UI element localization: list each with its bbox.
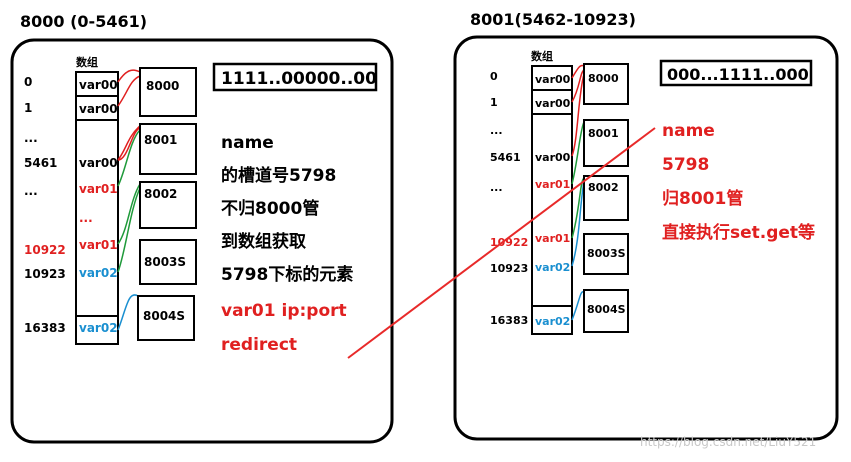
left-node-box-label: 8001 [144,133,177,147]
left-node-box-label: 8002 [144,187,177,201]
right-connector [571,181,585,267]
left-array-entry: var00 [79,102,118,116]
left-index: 10922 [24,243,66,257]
right-node-title: 8001(5462-10923) [470,10,636,29]
right-note-red: 5798 [662,155,709,175]
right-array-entry: var02 [535,315,570,328]
left-node-frame [10,38,394,444]
left-node-box-8003s [139,239,197,285]
left-note: 不归8000管 [221,198,319,219]
right-bitmap: 000...1111..000 [667,65,809,84]
left-note: name [221,133,274,153]
left-array-entry: var00 [79,156,118,170]
left-connector [117,294,139,331]
left-array-entry: var02 [79,266,118,280]
right-note-red: 归8001管 [662,188,743,209]
left-node-box-label: 8004S [143,309,185,323]
left-note: 到数组获取 [221,231,306,252]
left-bitmap: 1111..00000..00 [221,69,377,89]
right-node-box-8001 [583,119,629,167]
left-connector [117,183,141,245]
left-note-red: redirect [221,335,297,355]
right-index: ... [490,181,503,194]
right-array-entry: var01 [535,232,570,245]
right-index: 1 [490,96,498,109]
right-index: ... [490,124,503,137]
right-note-red: 直接执行set.get等 [662,222,815,243]
left-connector [117,187,141,273]
left-array-entry: ... [79,211,93,225]
right-index: 16383 [490,314,528,327]
right-bitmap-box [659,59,813,87]
left-note: 5798下标的元素 [221,264,353,285]
left-array-entry: var01 [79,182,118,196]
left-array-entry: var01 [79,238,118,252]
right-array-entry: var00 [535,151,571,164]
right-node-box-label: 8001 [588,127,619,140]
right-node-box-8000 [583,63,629,105]
left-node-box-8002 [139,181,197,229]
right-index: 5461 [490,151,521,164]
left-node-box-8001 [139,123,197,175]
left-connector [117,129,141,187]
right-index: 10922 [490,236,528,249]
left-array-entry: var00 [79,78,118,92]
left-index: ... [24,131,38,145]
right-node-box-8004s [583,289,629,333]
left-connector [117,125,141,161]
left-index: 1 [24,101,32,115]
left-node-box-label: 8003S [144,255,186,269]
left-connector [117,75,141,107]
right-array-entry: var00 [535,97,571,110]
right-node-box-8003s [583,233,629,275]
right-index: 0 [490,70,498,83]
left-note-red: var01 ip:port [221,301,347,321]
left-array-label: 数组 [76,55,98,69]
right-array-box [531,65,573,335]
right-array-label: 数组 [531,49,553,63]
left-index: 10923 [24,267,66,281]
right-connector [571,121,585,185]
right-node-box-8002 [583,175,629,221]
left-index: 16383 [24,321,66,335]
right-node-box-label: 8004S [587,303,626,316]
left-connector [117,127,141,161]
left-array-entry: var02 [79,321,118,335]
left-index: 0 [24,75,32,89]
left-connector [117,69,141,83]
left-array-box [75,71,119,345]
left-node-box-8004s [137,295,195,341]
left-node-box-label: 8000 [146,79,179,93]
left-index: 5461 [24,156,57,170]
right-node-box-label: 8002 [588,181,619,194]
right-connector [571,73,585,157]
left-node-title: 8000 (0-5461) [20,12,147,31]
left-note: 的槽道号5798 [221,165,336,186]
left-node-box-8000 [139,67,197,117]
right-array-entry: var01 [535,178,570,191]
redirect-line [347,127,656,359]
watermark: https://blog.csdn.net/LiuY521 [640,435,816,449]
right-index: 10923 [490,262,528,275]
right-array-entry: var02 [535,261,570,274]
right-note-red: name [662,121,715,141]
right-node-frame [453,35,839,441]
left-bitmap-box [212,62,378,92]
left-index: ... [24,184,38,198]
right-node-box-label: 8003S [587,247,626,260]
right-connector [571,291,585,321]
right-array-entry: var00 [535,73,571,86]
right-node-box-label: 8000 [588,72,619,85]
